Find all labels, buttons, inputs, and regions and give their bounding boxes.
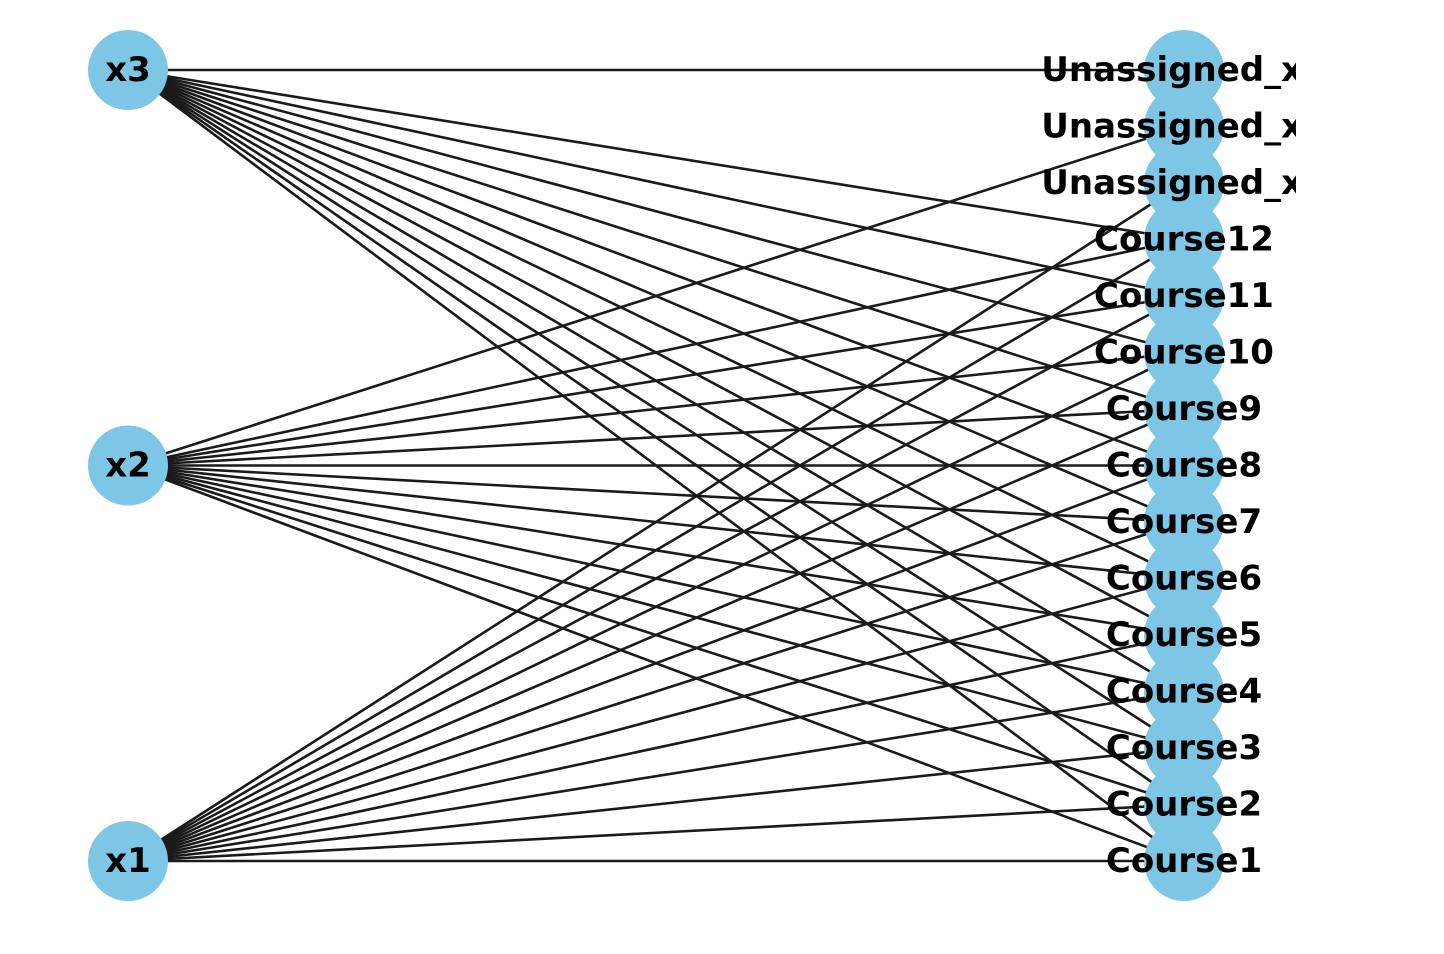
node-label-course5: Course5: [1106, 615, 1262, 655]
edge-x1-course4: [127, 690, 1185, 863]
node-label-unassigned-x2: Unassigned_x2: [1041, 107, 1326, 147]
labels-layer: x3 x2 x1 Unassigned_x3Unassigned_x2Unassign…: [105, 50, 1326, 881]
edge-x1-course5: [127, 633, 1185, 863]
node-x1: [88, 821, 168, 901]
node-label-x1: x1: [105, 841, 151, 881]
node-x2: [88, 425, 168, 506]
node-label-course2: Course2: [1106, 785, 1262, 825]
node-label-course1: Course1: [1106, 841, 1262, 881]
edge-x1-course8: [127, 464, 1185, 863]
edge-x3-course8: [127, 68, 1185, 467]
node-course4: [1144, 651, 1224, 732]
edge-x1-course3: [127, 746, 1185, 863]
edge-x1-course10: [127, 351, 1185, 863]
edge-x2-course11: [127, 294, 1185, 467]
edge-x2-course10: [127, 351, 1185, 467]
node-label-course12: Course12: [1094, 220, 1274, 260]
node-label-course3: Course3: [1106, 728, 1262, 768]
node-label-course4: Course4: [1106, 672, 1262, 712]
edges-layer: [127, 68, 1185, 863]
node-course1: [1144, 821, 1224, 901]
edge-x2-unassigned-x2: [127, 125, 1185, 467]
node-course11: [1144, 256, 1224, 336]
edge-x3-course9: [127, 68, 1185, 411]
node-course12: [1144, 199, 1224, 280]
node-course9: [1144, 369, 1224, 449]
edge-x3-course10: [127, 68, 1185, 354]
node-label-unassigned-x1: Unassigned_x1: [1041, 163, 1326, 203]
node-label-x2: x2: [105, 446, 151, 486]
node-unassigned-x3: [1144, 30, 1224, 110]
node-label-course6: Course6: [1106, 559, 1262, 599]
node-unassigned-x1: [1144, 143, 1224, 223]
node-label-x3: x3: [105, 50, 151, 90]
nodes-layer: x3 x2 x1 Unassigned_x3Unassigned_x2Unassign…: [88, 30, 1326, 901]
edge-x2-course9: [127, 407, 1185, 467]
node-x3: [88, 30, 168, 110]
node-course6: [1144, 538, 1224, 619]
node-label-course11: Course11: [1094, 276, 1274, 316]
edge-x3-course6: [127, 68, 1185, 580]
node-label-unassigned-x3: Unassigned_x3: [1041, 50, 1326, 90]
node-label-course9: Course9: [1106, 389, 1262, 429]
node-label-course8: Course8: [1106, 446, 1262, 486]
node-unassigned-x2: [1144, 86, 1224, 167]
node-label-course7: Course7: [1106, 502, 1262, 542]
edge-x3-course12: [127, 68, 1185, 241]
edge-x1-course11: [127, 294, 1185, 863]
edge-x1-unassigned-x1: [127, 181, 1185, 863]
node-course10: [1144, 312, 1224, 393]
node-course2: [1144, 764, 1224, 845]
edge-x1-course2: [127, 803, 1185, 863]
edge-x1-course9: [127, 407, 1185, 863]
node-label-course10: Course10: [1094, 333, 1274, 373]
edge-x2-course7: [127, 464, 1185, 524]
node-course5: [1144, 595, 1224, 675]
edge-x1-course7: [127, 520, 1185, 863]
node-course3: [1144, 708, 1224, 788]
edge-x1-course12: [127, 238, 1185, 863]
edge-x3-course11: [127, 68, 1185, 298]
node-course8: [1144, 425, 1224, 506]
edge-x2-course12: [127, 238, 1185, 467]
edge-x1-course6: [127, 577, 1185, 863]
node-course7: [1144, 482, 1224, 562]
